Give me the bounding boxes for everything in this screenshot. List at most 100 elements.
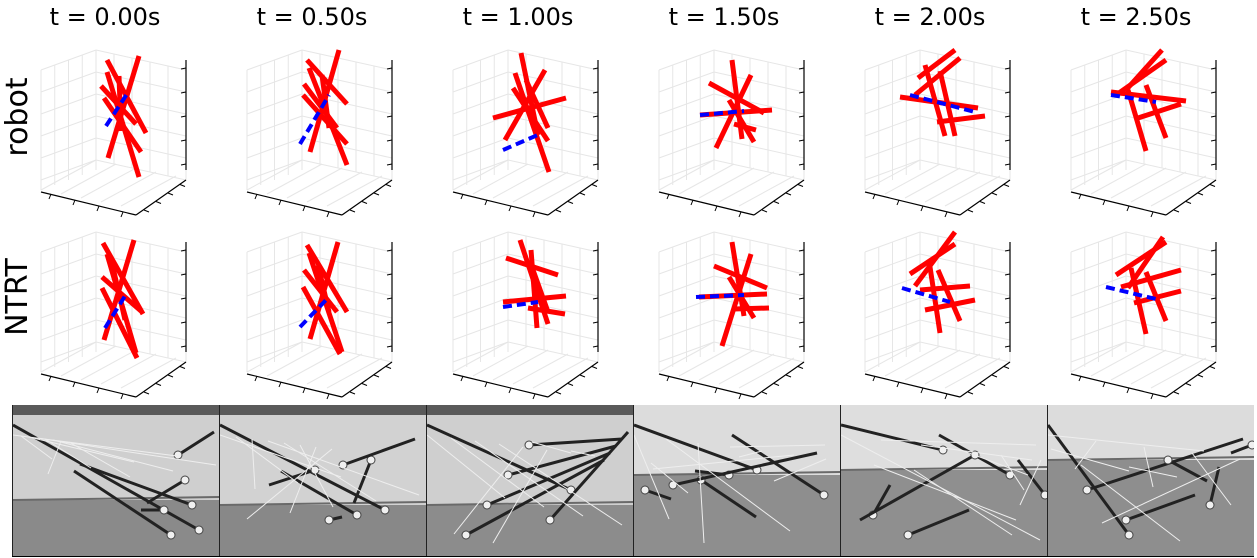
z-tick [180,273,187,276]
cable-1 [880,439,1037,446]
cable-4 [453,446,524,535]
rod-3 [99,286,140,360]
x-tick [896,199,900,206]
cable-0 [1048,434,1205,452]
strut-4 [644,488,672,501]
rod-3 [301,93,349,146]
y-tick [773,383,780,386]
rod-1 [1125,89,1149,152]
z-tick [592,321,599,324]
x-axis [1070,373,1167,398]
y-tick [797,366,804,369]
z-tick [1210,345,1217,348]
rod-3 [300,285,343,356]
y-tick [979,201,986,204]
axis-lines [658,60,805,218]
z-tick [1004,249,1011,252]
axis-lines [864,60,1011,218]
photo-scene-2 [427,405,633,556]
z-tick [180,139,187,142]
wall [220,405,426,505]
rod-0 [1114,57,1168,98]
y-tick [349,391,356,395]
y-tick [1173,391,1180,395]
z-tick [1210,115,1217,118]
z-tick [798,249,805,252]
rod-1 [927,266,943,334]
cable-7 [650,462,689,494]
rod-0 [305,58,349,106]
z-tick [386,249,393,252]
window-band [13,405,219,415]
y-axis [1165,361,1217,398]
y-axis [753,179,805,216]
y-tick [591,184,598,187]
cable-3 [36,437,217,466]
z-tick [386,345,393,348]
x-axis [658,373,755,398]
window-band [427,405,633,415]
x-tick [508,387,512,394]
strut-3 [672,451,818,487]
photo-frame-5 [1047,405,1254,556]
baseboard [427,501,633,506]
z-tick [1210,297,1217,300]
x-tick [1078,193,1082,200]
x-tick [96,205,100,212]
axis-lines [1070,242,1217,400]
axis-lines [658,242,805,400]
z-tick [1004,91,1011,94]
strut-3 [1016,459,1047,496]
z-tick [180,249,187,252]
z-tick [180,345,187,348]
centerline-0 [699,109,745,117]
cable-5 [652,454,795,470]
photo-scene-0 [13,405,219,556]
z-tick [1210,249,1217,252]
y-tick [979,383,986,386]
cable-0 [634,434,670,520]
x-tick [1150,393,1154,400]
x-tick [532,393,536,400]
x-tick [896,381,900,388]
rod-5 [912,230,958,288]
cable-3 [498,443,623,526]
x-tick [944,211,948,218]
x-tick [484,381,488,388]
rod-0 [729,241,747,317]
y-tick [579,374,586,378]
rod-3 [919,283,971,293]
cable-6 [531,441,572,454]
x-tick [666,375,670,382]
y-tick [785,374,792,378]
z-tick [798,297,805,300]
strut-0 [13,423,200,532]
x-tick [254,375,258,382]
plot-ntrt-2 [452,231,599,400]
x-tick [920,387,924,394]
end-cap-3 [1205,500,1215,510]
baseboard [841,466,1047,471]
end-cap-0 [1124,530,1134,540]
strut-4 [486,451,611,507]
z-tick [386,163,393,166]
y-tick [179,366,186,369]
x-axis [658,191,755,216]
end-cap-2 [180,475,190,485]
x-tick [302,387,306,394]
x-tick [254,193,258,200]
cable-6 [47,440,62,475]
y-tick [1185,201,1192,204]
z-tick [592,91,599,94]
z-tick [1004,139,1011,142]
y-tick [773,201,780,204]
x-tick [872,375,876,382]
rod-1 [713,263,768,291]
end-cap-3 [1040,490,1047,500]
z-tick [798,321,805,324]
end-cap-1 [187,500,197,510]
y-axis [753,361,805,398]
strut-1 [79,462,193,507]
cable-2 [474,440,584,517]
centerline-0 [298,297,329,329]
